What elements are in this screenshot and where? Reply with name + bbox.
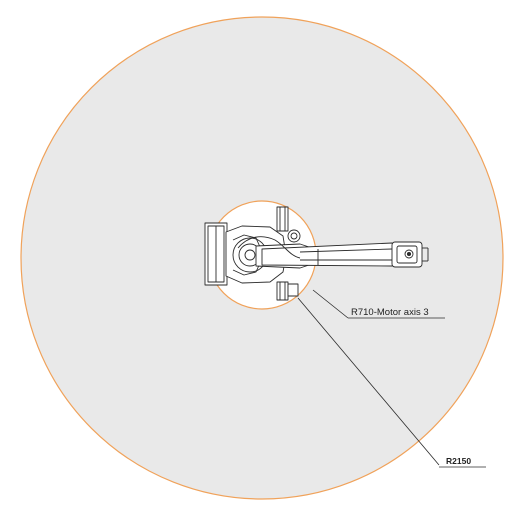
motor-axis-leader-line	[312, 289, 349, 319]
robot-cable-hose	[237, 236, 301, 259]
radius-label-group: R2150	[297, 297, 486, 468]
robot-motor-bottom	[276, 281, 299, 301]
robot-wrist	[391, 241, 429, 268]
robot-base-plate	[204, 222, 228, 286]
motor-axis-label: R710-Motor axis 3	[351, 307, 429, 318]
motor-axis-label-group: R710-Motor axis 3	[312, 289, 445, 319]
robot-motor-top	[276, 206, 301, 243]
radius-leader-line	[297, 297, 440, 466]
radius-label: R2150	[446, 456, 471, 466]
robot-top-view	[204, 206, 429, 301]
